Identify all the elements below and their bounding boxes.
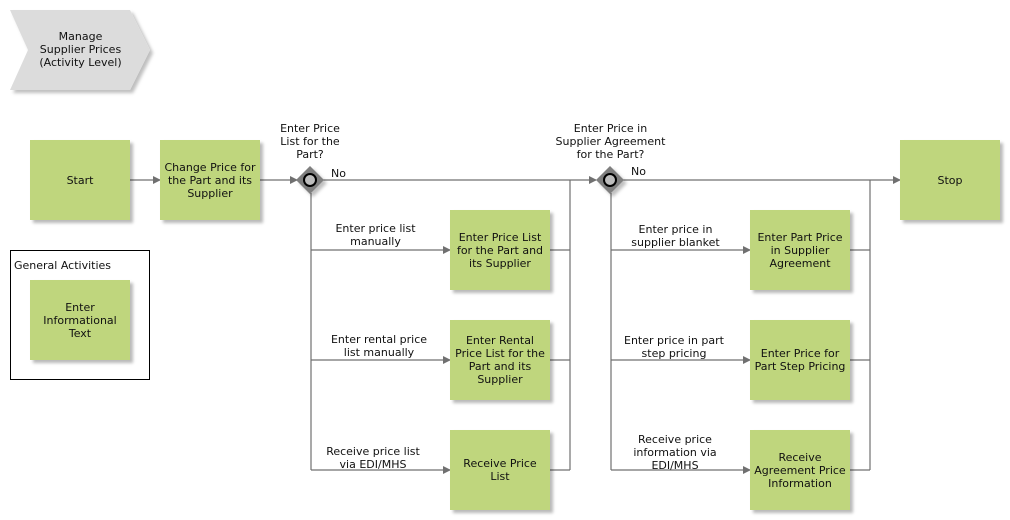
rental-price-list-box[interactable]: Enter Rental Price List for the Part and… — [450, 320, 550, 400]
edge-label-price-list-edi: Receive price list via EDI/MHS — [326, 445, 420, 471]
edge-label-rental-manual: Enter rental price list manually — [330, 333, 428, 359]
gateway-1-diamond — [296, 166, 324, 194]
receive-agreement-box[interactable]: Receive Agreement Price Information — [750, 430, 850, 510]
edge-label-step-pricing: Enter price in part step pricing — [624, 334, 724, 360]
gateway-2-question: Enter Price in Supplier Agreement for th… — [555, 122, 666, 161]
header-title: Manage Supplier Prices (Activity Level) — [39, 30, 122, 69]
informational-text-box[interactable]: Enter Informational Text — [30, 280, 130, 360]
change-price-box[interactable]: Change Price for the Part and its Suppli… — [160, 140, 260, 220]
part-price-agreement-box[interactable]: Enter Part Price in Supplier Agreement — [750, 210, 850, 290]
receive-price-list-box[interactable]: Receive Price List — [450, 430, 550, 510]
edge-label-supplier-blanket: Enter price in supplier blanket — [631, 223, 720, 249]
part-step-pricing-box[interactable]: Enter Price for Part Step Pricing — [750, 320, 850, 400]
stop-box[interactable]: Stop — [900, 140, 1000, 220]
general-activities-title: General Activities — [14, 259, 112, 272]
edge-label-agreement-edi: Receive price information via EDI/MHS — [633, 433, 717, 472]
start-box[interactable]: Start — [30, 140, 130, 220]
edge-label-price-list-manual: Enter price list manually — [335, 222, 416, 248]
price-list-part-box[interactable]: Enter Price List for the Part and its Su… — [450, 210, 550, 290]
gateway-1-question: Enter Price List for the Part? — [280, 122, 340, 161]
gateway-1-no-label: No — [331, 167, 346, 180]
gateway-2-diamond — [596, 166, 624, 194]
header-chevron-shape — [10, 10, 150, 90]
gateway-2-no-label: No — [631, 165, 646, 178]
